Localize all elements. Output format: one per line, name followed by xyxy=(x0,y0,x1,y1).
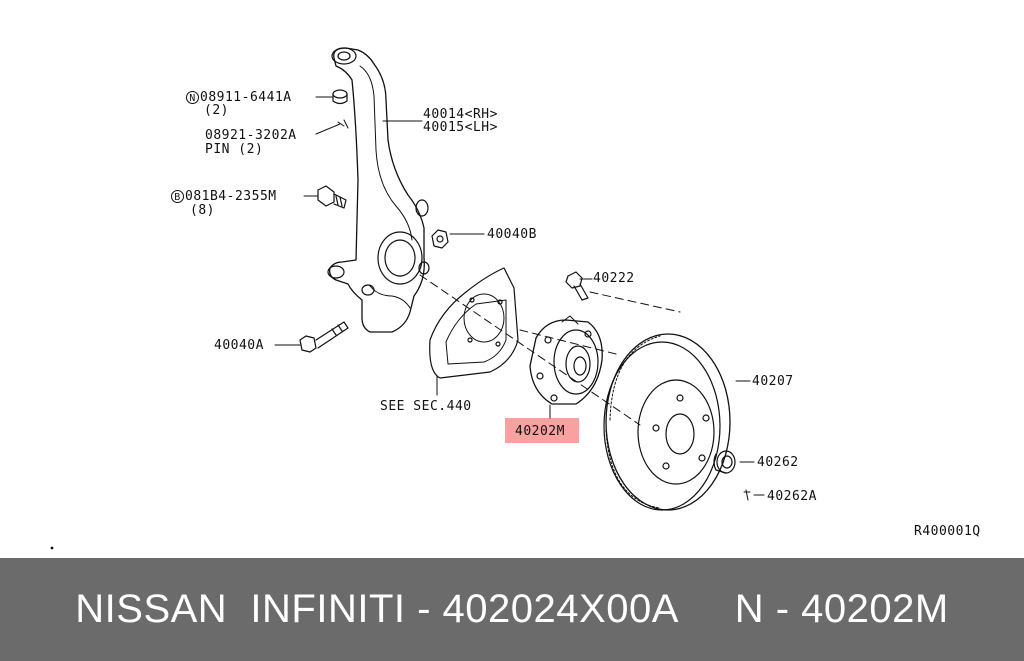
part-number-40014: 40014<RH> xyxy=(423,107,498,122)
diagram-reference: R400001Q xyxy=(914,524,981,539)
part-number-08911: 08911-6441A xyxy=(200,90,292,105)
footer-banner: NISSAN INFINITI - 402024X00A N - 40202M xyxy=(0,558,1024,661)
part-number-40040b: 40040B xyxy=(487,227,537,242)
circle-b-code: B xyxy=(171,190,184,203)
part-number-40262a: 40262A xyxy=(767,489,817,504)
part-number-40207: 40207 xyxy=(752,374,794,389)
bolt-40222 xyxy=(565,271,589,301)
bolt-081b4 xyxy=(317,185,347,209)
backing-plate xyxy=(429,267,519,379)
part-number-40040a: 40040A xyxy=(214,338,264,353)
part-number-40262: 40262 xyxy=(757,455,799,470)
pin-40262a xyxy=(743,489,751,501)
see-section-note: SEE SEC.440 xyxy=(380,399,472,414)
brake-rotor-40207 xyxy=(603,333,731,511)
pin-08921 xyxy=(337,119,349,129)
part-number-40202m: 40202M xyxy=(515,424,565,439)
steering-knuckle xyxy=(327,47,430,333)
qty-081b4: (8) xyxy=(190,203,215,218)
qty-08911: (2) xyxy=(204,103,229,118)
label-pin-qty: PIN (2) xyxy=(205,142,264,157)
footer-title: NISSAN INFINITI - 402024X00A N - 40202M xyxy=(75,587,949,631)
bolt-40040a xyxy=(299,321,349,353)
hub-bearing-40202m xyxy=(529,315,603,405)
leader-lines xyxy=(274,96,765,496)
part-number-40222: 40222 xyxy=(593,271,635,286)
nut-40040b xyxy=(431,229,449,249)
exploded-view-drawing xyxy=(50,47,765,550)
highlighted-part-marker xyxy=(505,418,579,443)
part-number-08921: 08921-3202A xyxy=(205,128,297,143)
nut-08911 xyxy=(332,89,348,105)
cap-40262 xyxy=(713,450,736,474)
part-number-40015: 40015<LH> xyxy=(423,120,498,135)
part-number-081b4: 081B4-2355M xyxy=(185,189,277,204)
circle-n-code: N xyxy=(186,91,199,104)
